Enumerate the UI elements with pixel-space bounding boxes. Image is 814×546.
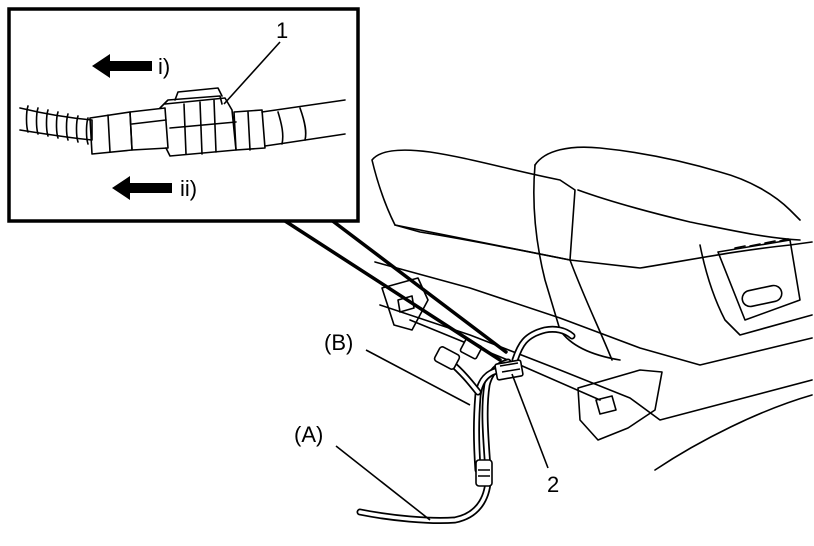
seat-cushion bbox=[394, 224, 813, 269]
seat-assembly bbox=[371, 146, 813, 471]
connector-2 bbox=[494, 359, 524, 381]
vent-slats bbox=[734, 238, 789, 249]
detail-frame bbox=[7, 7, 360, 223]
harness-a-label: (A) bbox=[294, 422, 323, 447]
seat-contour bbox=[577, 189, 801, 241]
direction-i-label: i) bbox=[158, 54, 170, 79]
seat-cushion-front bbox=[569, 259, 613, 361]
seat-back-right-side bbox=[533, 164, 621, 361]
leader-b bbox=[365, 349, 471, 406]
leader-part1 bbox=[223, 41, 281, 105]
connector-left-outer bbox=[433, 346, 461, 370]
leader-a bbox=[335, 445, 431, 521]
floor-front bbox=[654, 394, 813, 471]
cable-sheath bbox=[261, 99, 346, 147]
part2-label: 2 bbox=[547, 472, 559, 497]
corrugated-tube bbox=[19, 105, 93, 145]
arrow-left-icon bbox=[92, 54, 152, 78]
seat-bracket-right-slot bbox=[595, 395, 617, 415]
leader-part2 bbox=[511, 373, 549, 469]
direction-ii-label: ii) bbox=[180, 176, 197, 201]
connector-male bbox=[233, 109, 266, 151]
side-panel-handle bbox=[741, 284, 783, 308]
connector-female bbox=[89, 107, 169, 155]
seat-bracket-left-slot bbox=[397, 295, 415, 313]
seat-back-right bbox=[534, 146, 801, 221]
detail-view: 1 i) ii) bbox=[7, 7, 360, 223]
harness-b-label: (B) bbox=[324, 330, 353, 355]
side-panel bbox=[699, 244, 813, 336]
harness-seat-wire-inner bbox=[513, 327, 574, 362]
seat-bracket-right bbox=[577, 369, 663, 441]
part1-label: 1 bbox=[276, 18, 288, 43]
connector-2-detail bbox=[499, 362, 521, 373]
inline-connector-detail bbox=[478, 469, 490, 477]
inline-connector bbox=[475, 459, 493, 487]
leader-lines bbox=[335, 349, 549, 521]
floor-rail-upper bbox=[374, 261, 813, 366]
callout-line-a bbox=[280, 217, 502, 362]
callout-lines bbox=[280, 217, 508, 362]
callout-line-b bbox=[328, 217, 508, 354]
connector-lock bbox=[159, 87, 237, 157]
wiring-harness bbox=[356, 325, 576, 525]
side-panel-inner bbox=[717, 239, 801, 321]
arrow-left-icon bbox=[112, 176, 172, 200]
seat-back-left bbox=[371, 149, 576, 261]
